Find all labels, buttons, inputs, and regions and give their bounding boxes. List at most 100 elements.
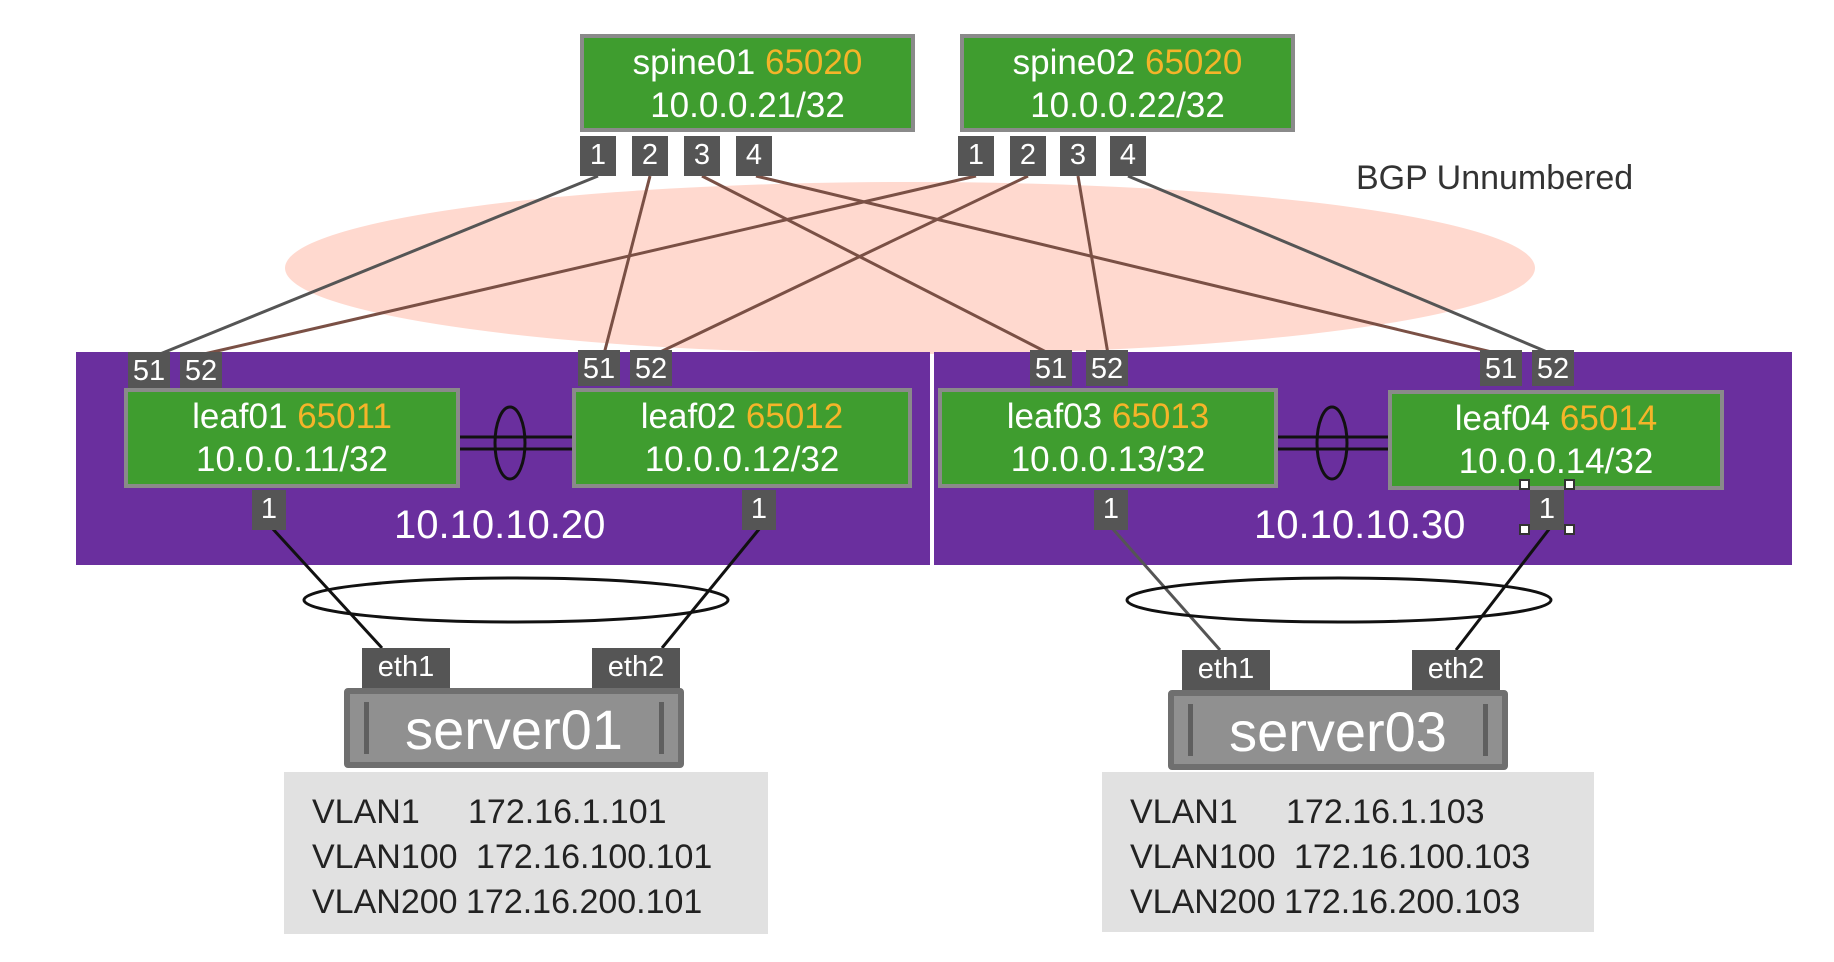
node-name: leaf03 [1006,397,1103,436]
server03-bezel [1188,704,1488,756]
leaf01-node[interactable]: leaf01 65011 10.0.0.11/32 [124,388,460,488]
node-ip: 10.0.0.14/32 [1458,442,1654,481]
leaf01-port-51[interactable]: 51 [128,352,170,388]
spine02-node[interactable]: spine02 65020 10.0.0.22/32 [960,34,1295,132]
bgp-unnumbered-zone [285,182,1535,354]
spine02-title: spine02 65020 [964,41,1291,84]
server01-bezel [364,702,664,754]
server01-node[interactable]: server01 [344,688,684,768]
server01-bond [302,576,730,624]
leaf04-port-1[interactable]: 1 [1530,490,1564,530]
server01-port-eth2[interactable]: eth2 [592,648,680,688]
node-name: spine02 [1012,43,1136,82]
link-spine02-p1-leaf01-p52 [203,174,977,356]
vlan-ip: 172.16.200.103 [1284,883,1521,921]
node-name: leaf01 [192,397,288,436]
node-ip: 10.0.0.11/32 [195,440,389,479]
link-spine01-p1-leaf01-p51 [159,174,599,356]
vlan-ip: 172.16.1.101 [468,793,667,831]
peerlink-bond-1 [493,405,527,481]
server03-port-eth2[interactable]: eth2 [1412,650,1500,690]
node-ip: 10.0.0.22/32 [1030,86,1225,125]
vlan-row: VLAN100 172.16.100.101 [312,835,768,880]
leaf02-title: leaf02 65012 [576,395,908,438]
node-asn: 65013 [1111,397,1210,436]
vlan-row: VLAN1 172.16.1.103 [1130,790,1594,835]
spine01-port-2[interactable]: 2 [632,136,668,176]
spine01-port-3[interactable]: 3 [684,136,720,176]
link-leaf02-server01-eth2 [660,527,762,649]
vlan-name: VLAN100 [312,838,458,876]
selection-handle-tl[interactable] [1519,479,1530,490]
vlan-name: VLAN1 [312,793,420,831]
leaf02-port-51[interactable]: 51 [578,350,620,386]
node-asn: 65012 [745,397,844,436]
node-name: spine01 [632,43,756,82]
link-spine02-p3-leaf03-p52 [1076,175,1110,355]
spine02-port-1[interactable]: 1 [958,136,994,176]
selection-handle-tr[interactable] [1564,479,1575,490]
node-ip: 10.0.0.21/32 [650,86,845,125]
leaf01-title: leaf01 65011 [128,395,456,438]
selection-handle-br[interactable] [1564,524,1575,535]
node-name: leaf04 [1454,399,1551,438]
node-ip: 10.0.0.13/32 [1010,440,1206,479]
leaf03-port-1[interactable]: 1 [1094,490,1128,530]
node-asn: 65014 [1559,399,1658,438]
vlan-ip: 172.16.100.101 [476,838,713,876]
peerlink-bond-2 [1315,405,1349,481]
spine01-node[interactable]: spine01 65020 10.0.0.21/32 [580,34,915,132]
link-spine01-p4-leaf04-p51 [755,174,1501,356]
link-spine01-p2-leaf02-p51 [602,175,652,355]
node-asn: 65011 [297,397,392,436]
vlan-row: VLAN1 172.16.1.101 [312,790,768,835]
link-spine02-p4-leaf04-p52 [1127,174,1553,356]
spine01-port-4[interactable]: 4 [736,136,772,176]
server03-node[interactable]: server03 [1168,690,1508,770]
leaf04-title: leaf04 65014 [1392,397,1720,440]
spine02-port-4[interactable]: 4 [1110,136,1146,176]
leaf03-port-51[interactable]: 51 [1030,350,1072,386]
leaf01-port-1[interactable]: 1 [252,490,286,530]
vlan-ip: 172.16.1.103 [1286,793,1485,831]
leaf04-port-52[interactable]: 52 [1532,350,1574,386]
server-name: server03 [1229,700,1447,763]
node-name: leaf02 [640,397,737,436]
leaf02-node[interactable]: leaf02 65012 10.0.0.12/32 [572,388,912,488]
leaf03-node[interactable]: leaf03 65013 10.0.0.13/32 [938,388,1278,488]
node-asn: 65020 [1145,43,1243,82]
link-leaf04-server03-eth2 [1454,527,1552,651]
vlan-ip: 172.16.200.101 [466,883,703,921]
spine01-title: spine01 65020 [584,41,911,84]
link-leaf01-server01-eth1 [270,526,384,650]
spine01-port-1[interactable]: 1 [580,136,616,176]
leaf02-port-52[interactable]: 52 [630,350,672,386]
node-asn: 65020 [765,43,863,82]
link-leaf03-server03-eth1 [1110,527,1222,651]
vlan-name: VLAN100 [1130,838,1276,876]
leaf02-port-1[interactable]: 1 [742,490,776,530]
server-name: server01 [405,698,623,761]
vlan-row: VLAN100 172.16.100.103 [1130,835,1594,880]
selection-handle-bl[interactable] [1519,524,1530,535]
vlan-name: VLAN1 [1130,793,1238,831]
leaf04-node[interactable]: leaf04 65014 10.0.0.14/32 [1388,390,1724,490]
link-spine01-p3-leaf03-p51 [701,174,1051,356]
vlan-ip: 172.16.100.103 [1294,838,1531,876]
server01-port-eth1[interactable]: eth1 [362,648,450,688]
server03-port-eth1[interactable]: eth1 [1182,650,1270,690]
leaf04-port-51[interactable]: 51 [1480,350,1522,386]
leaf01-port-52[interactable]: 52 [180,352,222,388]
spine02-port-2[interactable]: 2 [1010,136,1046,176]
spine02-port-3[interactable]: 3 [1060,136,1096,176]
pod-1-subnet: 10.10.10.20 [394,503,606,547]
bgp-label: BGP Unnumbered [1356,159,1634,197]
leaf03-port-52[interactable]: 52 [1086,350,1128,386]
server03-bond [1125,576,1553,624]
